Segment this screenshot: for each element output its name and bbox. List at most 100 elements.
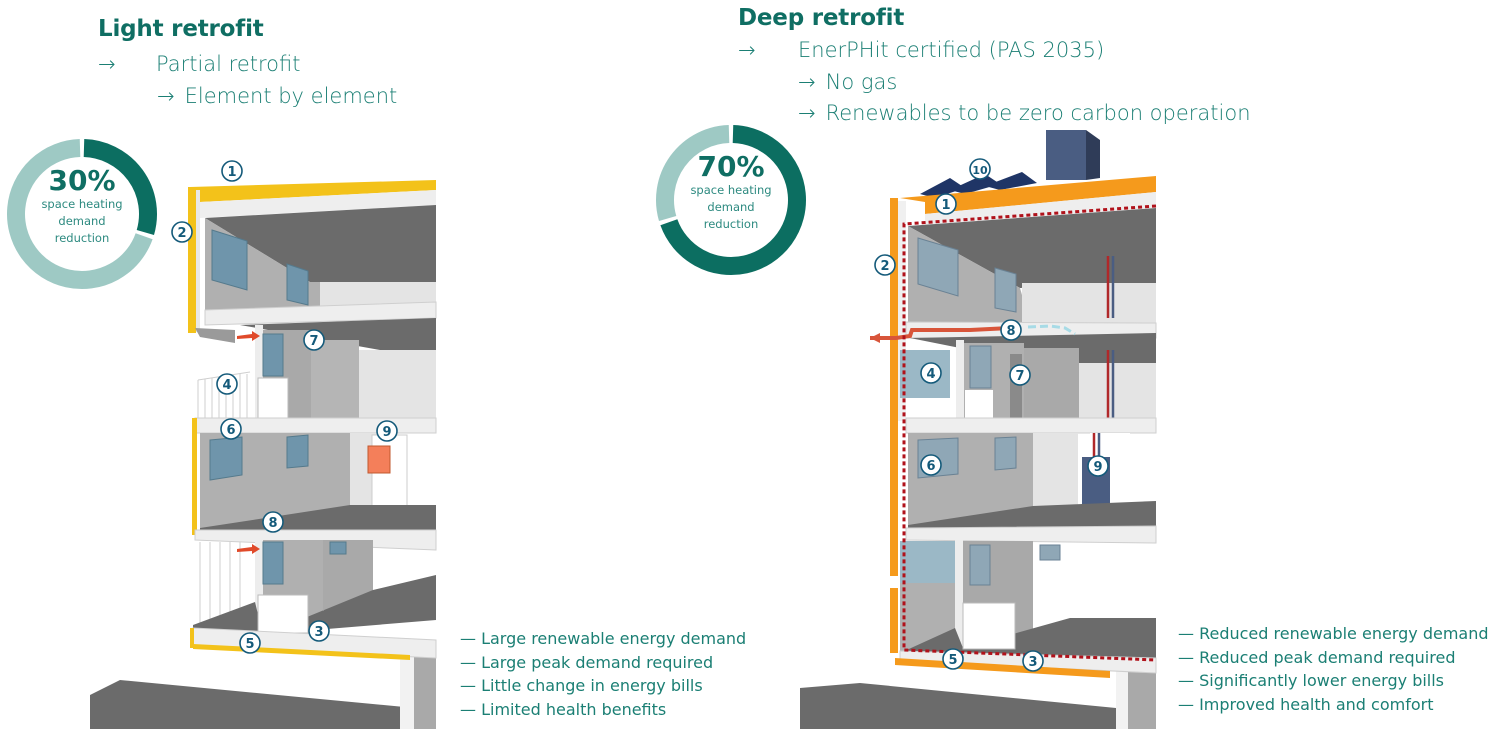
wall [311, 340, 359, 418]
badge-9: 9 [1087, 455, 1109, 477]
window [286, 434, 309, 469]
donut-caption-line: space heating [690, 183, 772, 197]
donut-label-deep: 70% space heating demand reduction [655, 124, 807, 233]
arrow-icon: → [738, 38, 756, 62]
window [262, 333, 284, 377]
badge-4: 4 [216, 373, 238, 395]
donut-svg-deep [656, 125, 806, 275]
svg-text:2: 2 [177, 226, 186, 241]
wall-insulation [188, 187, 196, 333]
donut-value-light [83, 139, 157, 236]
arrow-icon: → [157, 84, 175, 108]
badge-7: 7 [303, 329, 325, 351]
wall-right [1079, 363, 1156, 422]
wall-right [359, 350, 436, 418]
wall-insulation [890, 588, 898, 653]
outcome-item: — Improved health and comfort [1178, 694, 1434, 714]
light-retrofit-subitem: →Element by element [157, 84, 397, 108]
winter-garden-glazing [900, 541, 955, 591]
light-retrofit-subtitle: →Partial retrofit [98, 52, 300, 76]
svg-text:3: 3 [314, 625, 323, 640]
svg-text:4: 4 [926, 367, 935, 382]
deep-retrofit-subtitle: →EnerPHit certified (PAS 2035) [738, 38, 1104, 62]
mvhr-extract-duct [870, 326, 1011, 340]
radiator-box [257, 377, 289, 419]
wall-insulation [192, 420, 197, 535]
outcome-item: — Large peak demand required [460, 652, 714, 672]
wall-right [1022, 283, 1156, 323]
floor-slab [905, 525, 1157, 544]
ventilation-stack-side [1086, 130, 1100, 180]
window [1039, 544, 1061, 561]
donut-caption-line: demand [58, 214, 106, 228]
donut-chart-deep: 70% space heating demand reduction [655, 124, 807, 276]
deep-retrofit-subitem: → No gas [798, 70, 897, 94]
badge-6: 6 [920, 454, 942, 476]
roof-slab [200, 190, 436, 218]
ceiling [240, 318, 436, 350]
wall-insulation-edge [898, 201, 906, 421]
window [211, 229, 248, 291]
svg-text:5: 5 [948, 653, 957, 668]
donut-percent-deep: 70% [697, 150, 765, 183]
solar-panels [920, 172, 1037, 198]
badge-6: 6 [220, 418, 242, 440]
column [956, 340, 964, 422]
deep-retrofit-building-illustration: 1 2 3 4 5 6 7 8 9 10 [800, 130, 1157, 729]
deep-retrofit-outcomes: — Reduced renewable energy demand — Redu… [1178, 622, 1489, 716]
window [969, 544, 991, 586]
deep-retrofit-subitem-text: Renewables to be zero carbon operation [825, 101, 1251, 125]
mvhr-exhaust-arrow [870, 333, 880, 343]
ground-slab [800, 683, 1116, 729]
ceiling [908, 208, 1156, 288]
roof-insulation [190, 180, 436, 202]
floor [200, 505, 436, 530]
svg-text:6: 6 [226, 423, 235, 438]
donut-percent-light: 30% [48, 164, 116, 197]
floor [193, 575, 436, 640]
badge-8: 8 [1000, 319, 1022, 341]
donut-label-light: 30% space heating demand reduction [6, 138, 158, 247]
ground-column [400, 650, 414, 729]
light-retrofit-building-illustration: 1 2 3 4 5 6 7 8 9 [90, 160, 437, 729]
badge-7: 7 [1009, 364, 1031, 386]
radiator-box [965, 390, 993, 422]
column [255, 540, 263, 635]
radiator-box [962, 602, 1016, 650]
badge-10: 10 [969, 158, 991, 180]
mvhr-supply-duct [1027, 324, 1076, 336]
badge-9: 9 [376, 420, 398, 442]
svg-text:8: 8 [1006, 324, 1015, 339]
boiler [367, 445, 391, 474]
donut-caption-line: reduction [54, 231, 110, 245]
outcome-item: — Little change in energy bills [460, 676, 703, 695]
svg-text:1: 1 [227, 165, 236, 180]
ventilation-stack [1046, 130, 1086, 180]
window [329, 541, 347, 555]
outcome-item: — Reduced renewable energy demand [1178, 624, 1489, 643]
donut-svg-light [7, 139, 157, 289]
deep-retrofit-subitem-text: No gas [825, 70, 898, 94]
roof-slab [925, 192, 1156, 226]
badge-2: 2 [874, 254, 896, 276]
window [994, 267, 1017, 313]
svg-text:7: 7 [309, 334, 318, 349]
light-retrofit-title: Light retrofit [98, 16, 264, 42]
window [917, 237, 959, 297]
window [209, 436, 243, 481]
badge-4: 4 [920, 362, 942, 384]
window [994, 436, 1017, 471]
badge-5: 5 [239, 632, 261, 654]
outcome-item: — Limited health benefits [460, 699, 667, 719]
svg-text:7: 7 [1015, 369, 1024, 384]
window [262, 541, 284, 585]
light-retrofit-subtitle-text: Partial retrofit [156, 52, 301, 76]
airtightness-line [902, 204, 1157, 662]
light-retrofit-outcomes: — Large renewable energy demand — Large … [460, 627, 746, 721]
column [255, 325, 263, 418]
roof-insulation [900, 176, 1156, 214]
wall-insulation-edge [196, 190, 200, 332]
arrow-icon: → [798, 70, 816, 94]
donut-caption-line: reduction [703, 217, 759, 231]
donut-caption-line: space heating [41, 197, 123, 211]
